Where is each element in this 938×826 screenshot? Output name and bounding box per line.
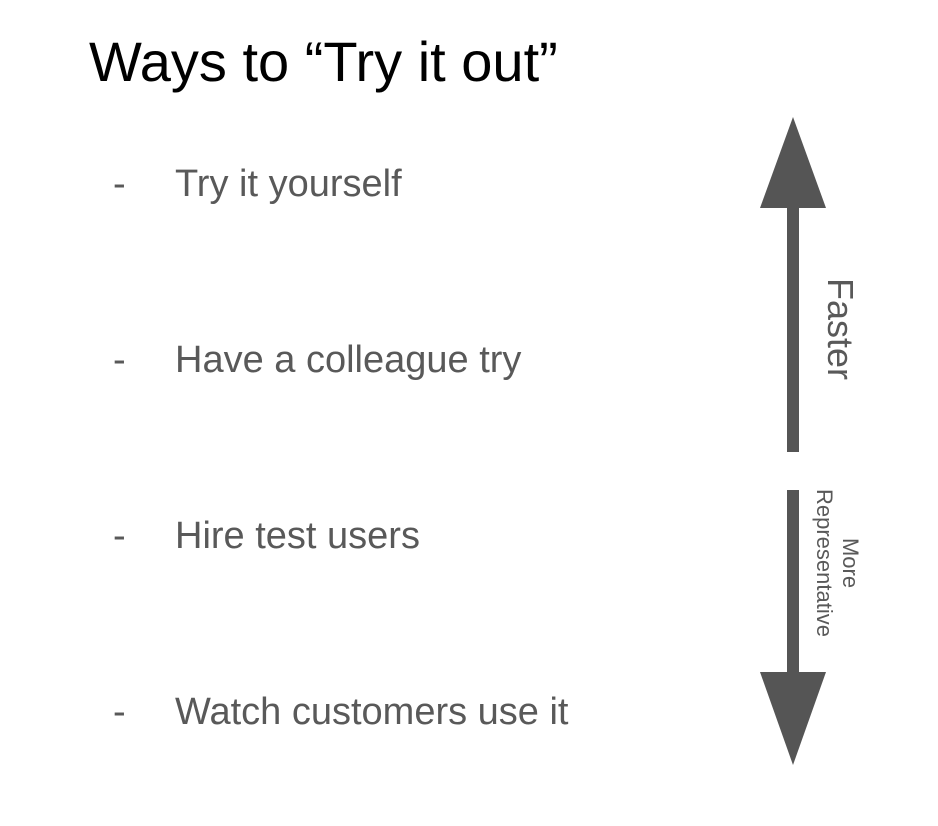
slide-title: Ways to “Try it out” bbox=[89, 30, 558, 93]
down-arrow-icon bbox=[760, 490, 826, 765]
double-arrow-graphic bbox=[760, 117, 826, 765]
faster-label: Faster bbox=[820, 278, 861, 381]
list-item: - Watch customers use it bbox=[113, 690, 569, 736]
list-item-text: Watch customers use it bbox=[175, 691, 569, 733]
list-item: - Have a colleague try bbox=[113, 338, 521, 384]
list-item: - Hire test users bbox=[113, 514, 420, 560]
more-representative-label: More Representative bbox=[811, 472, 863, 654]
bullet-dash: - bbox=[113, 339, 126, 381]
list-item-text: Try it yourself bbox=[175, 163, 402, 205]
list-item-text: Hire test users bbox=[175, 515, 420, 557]
bullet-dash: - bbox=[113, 163, 126, 205]
bullet-dash: - bbox=[113, 515, 126, 557]
bullet-dash: - bbox=[113, 691, 126, 733]
list-item-text: Have a colleague try bbox=[175, 339, 522, 381]
label-line-more: More bbox=[838, 537, 863, 589]
list-item: - Try it yourself bbox=[113, 162, 402, 208]
label-line-representative: Representative bbox=[812, 489, 837, 637]
up-arrow-icon bbox=[760, 117, 826, 452]
